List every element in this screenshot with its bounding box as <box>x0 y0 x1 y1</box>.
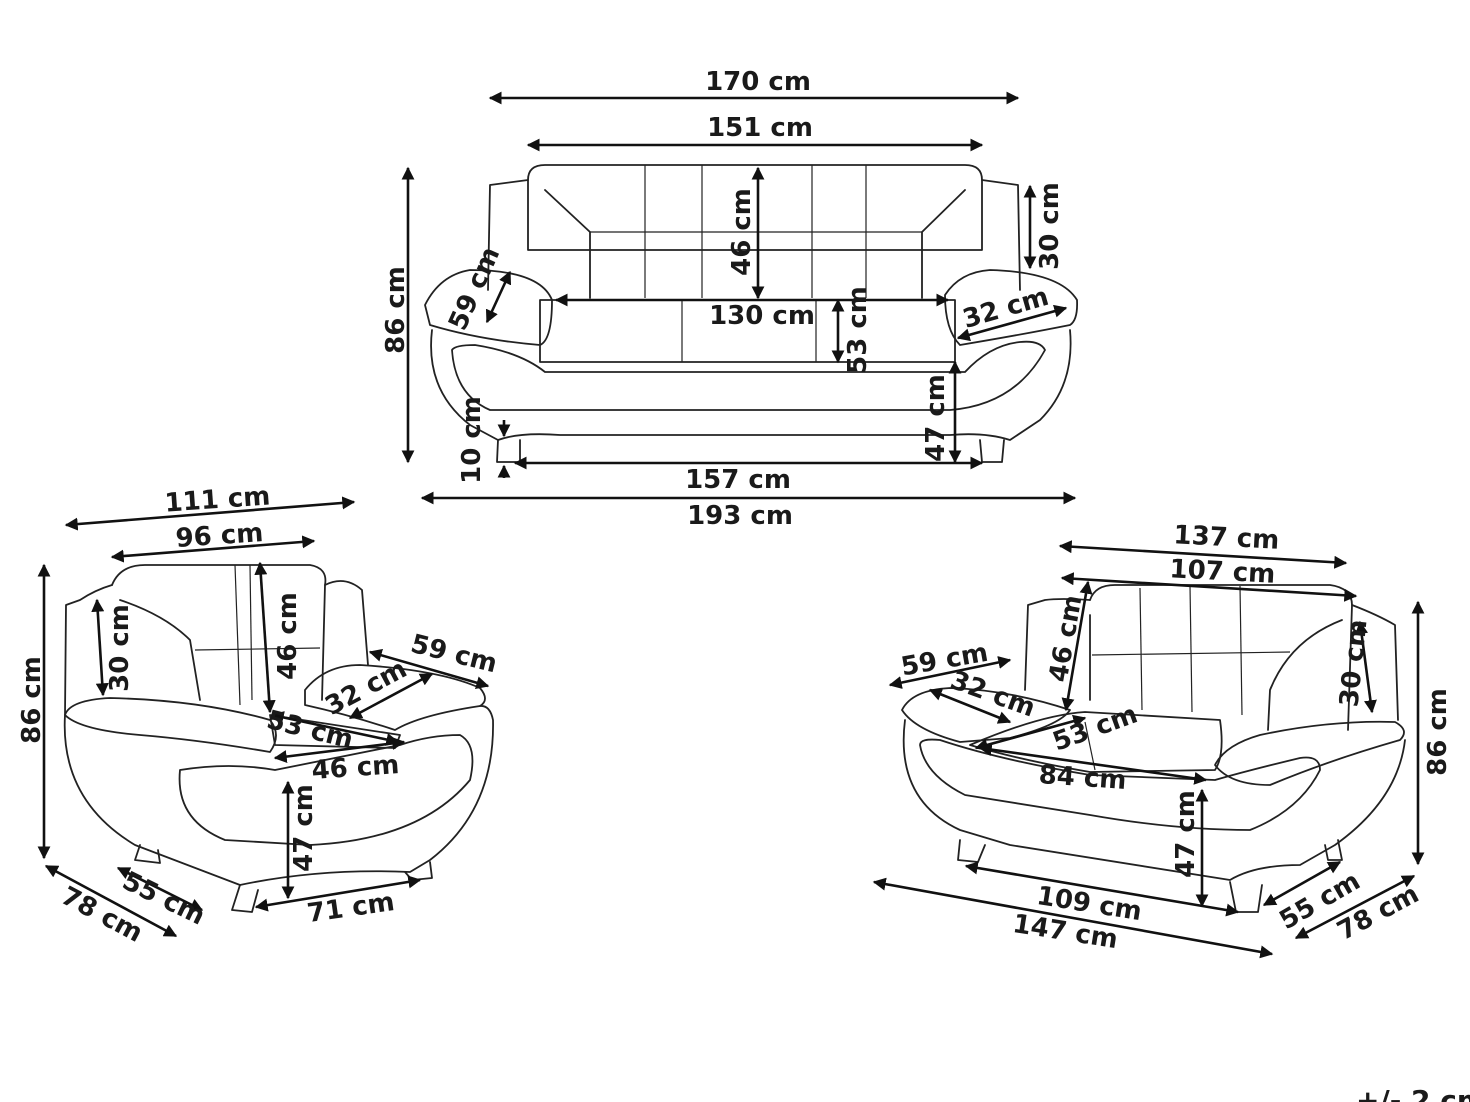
dim-label: 32 cm <box>320 654 412 722</box>
sofa-3-seater-labels: 170 cm 151 cm 46 cm 30 cm 86 cm 59 cm 13… <box>381 67 1065 531</box>
dim-label: 86 cm <box>1423 688 1453 776</box>
dim-label: 30 cm <box>1335 618 1374 708</box>
dim-label: 47 cm <box>921 374 951 462</box>
dim-label: 53 cm <box>843 286 873 374</box>
tolerance-note: +/- 2 cm <box>1356 1084 1470 1102</box>
dim-label: 71 cm <box>305 887 396 929</box>
dim-label: 157 cm <box>685 465 791 495</box>
dim-label: 32 cm <box>959 282 1052 335</box>
dim-label: 130 cm <box>709 301 815 331</box>
dim-label: 47 cm <box>289 784 319 872</box>
dim-label: 96 cm <box>175 518 265 554</box>
dim-label: 151 cm <box>707 113 813 143</box>
dim-label: 47 cm <box>1171 790 1201 878</box>
dim-label: 107 cm <box>1169 554 1276 589</box>
dim-label: 30 cm <box>1035 182 1065 270</box>
dim-label: 59 cm <box>443 243 506 335</box>
dim-label: 46 cm <box>1044 593 1089 685</box>
dim-label: 46 cm <box>273 592 303 680</box>
dim-label: 111 cm <box>164 481 272 518</box>
dim-label: 170 cm <box>705 67 811 97</box>
dim-label: 137 cm <box>1173 520 1280 555</box>
dim-label: 30 cm <box>105 604 135 692</box>
dim-label: 10 cm <box>457 396 487 484</box>
dim-label: 193 cm <box>687 501 793 531</box>
dim-label: 86 cm <box>17 656 47 744</box>
dim-label: 84 cm <box>1038 760 1128 796</box>
dim-label: 86 cm <box>381 266 411 354</box>
dim-label: 46 cm <box>311 750 401 786</box>
dimension-lines <box>37 91 1425 959</box>
dim-label: 46 cm <box>727 188 757 276</box>
